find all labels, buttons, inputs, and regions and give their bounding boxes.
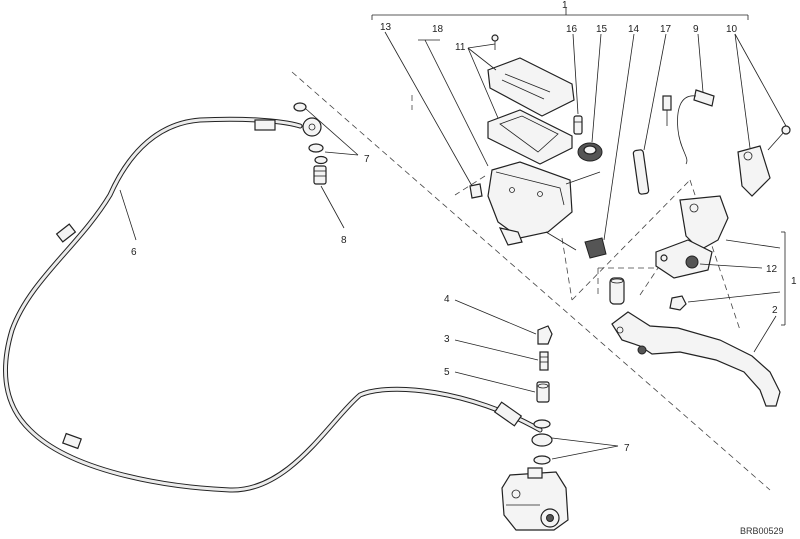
callout-3: 3 (444, 334, 450, 345)
lever-pivot-assembly (655, 195, 729, 279)
leader-9 (697, 33, 704, 93)
master-cylinder-reservoir (487, 161, 601, 251)
lever-nut (669, 295, 687, 311)
callout-8: 8 (341, 235, 347, 246)
leader-8 (320, 185, 345, 229)
leader-7-lower-b (551, 445, 619, 460)
assembly-bracket-top (371, 8, 749, 20)
callout-18: 18 (432, 24, 444, 35)
clutch-hose (3, 116, 543, 493)
slave-cylinder (501, 467, 569, 531)
pin-16 (573, 115, 583, 135)
clamp-10 (737, 125, 791, 197)
callout-6: 6 (131, 247, 137, 258)
leader-3 (454, 339, 539, 361)
bleeder-valve-stack (536, 325, 553, 403)
callout-4: 4 (444, 294, 450, 305)
boot-14 (584, 237, 607, 259)
leader-17 (643, 33, 667, 151)
drawing-code: BRB00529 (740, 526, 784, 536)
leader-16 (572, 33, 579, 115)
clutch-lever-2 (611, 311, 781, 407)
callout-13: 13 (380, 22, 392, 33)
callout-7-upper: 7 (364, 154, 370, 165)
callout-11: 11 (455, 42, 466, 53)
leader-14 (603, 33, 635, 241)
leader-13 (384, 31, 473, 187)
pushrod-17 (632, 149, 650, 195)
callout-10: 10 (726, 24, 738, 35)
assembly-bracket-right (781, 231, 786, 326)
callout-9: 9 (693, 24, 699, 35)
leader-11b (467, 47, 497, 71)
leader-5 (454, 371, 536, 393)
leader-nut (687, 291, 781, 303)
callout-1-right: 1 (791, 276, 797, 287)
callout-7-lower: 7 (624, 443, 630, 454)
leader-10a (734, 33, 751, 149)
callout-2: 2 (772, 305, 778, 316)
callout-5: 5 (444, 367, 450, 378)
bushing (609, 277, 625, 305)
leader-10b (734, 33, 787, 127)
callout-17: 17 (660, 24, 672, 35)
callout-14: 14 (628, 24, 640, 35)
leader-15 (591, 33, 602, 143)
leader-4 (454, 299, 537, 335)
leader-12 (699, 263, 763, 269)
leader-7-upper-b (324, 151, 359, 156)
leader-6 (119, 189, 137, 241)
leader-12-a (725, 239, 781, 249)
leader-7-lower-a (551, 437, 619, 447)
callout-16: 16 (566, 24, 578, 35)
leader-7-upper-a (305, 108, 359, 156)
leader-2 (753, 315, 777, 353)
upper-banjo-fittings (293, 102, 328, 185)
grommet-15 (577, 142, 603, 162)
lower-banjo-fitting (493, 401, 553, 465)
reservoir-plug (469, 183, 483, 199)
leader-18 (424, 39, 489, 167)
callout-12: 12 (766, 264, 778, 275)
callout-15: 15 (596, 24, 608, 35)
leader-11a (467, 43, 496, 49)
callout-1-top: 1 (562, 0, 568, 11)
switch-9 (662, 89, 715, 165)
leader-11c (467, 47, 499, 119)
reservoir-cap-assembly (487, 34, 575, 165)
